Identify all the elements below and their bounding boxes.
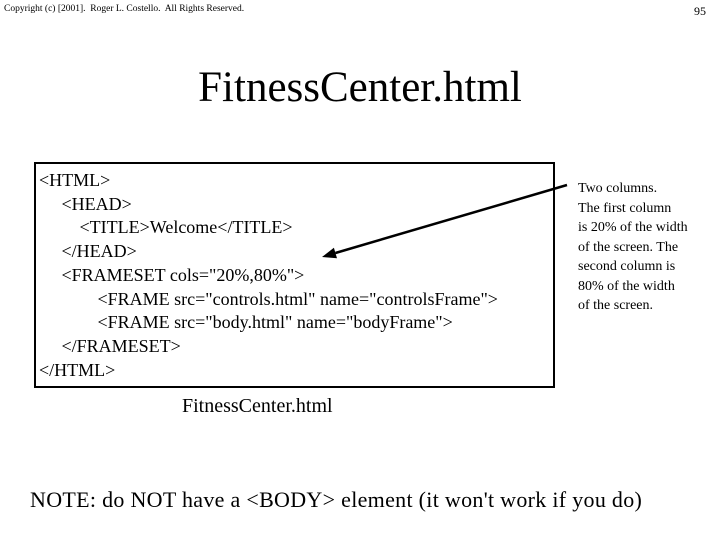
annotation-arrow-icon: [322, 183, 568, 259]
arrow-head: [322, 247, 337, 259]
code-box-caption: FitnessCenter.html: [182, 395, 333, 417]
code-text: <HTML> <HEAD> <TITLE>Welcome</TITLE> </H…: [39, 170, 498, 380]
page-number: 95: [694, 4, 706, 18]
slide-title: FitnessCenter.html: [198, 64, 522, 111]
code-box: <HTML> <HEAD> <TITLE>Welcome</TITLE> </H…: [34, 162, 555, 388]
arrow-line: [335, 183, 568, 255]
note-text: NOTE: do NOT have a <BODY> element (it w…: [30, 487, 643, 512]
annotation-text: Two columns. The first column is 20% of …: [578, 181, 688, 313]
copyright-text: Copyright (c) [2001]. Roger L. Costello.…: [4, 4, 245, 14]
